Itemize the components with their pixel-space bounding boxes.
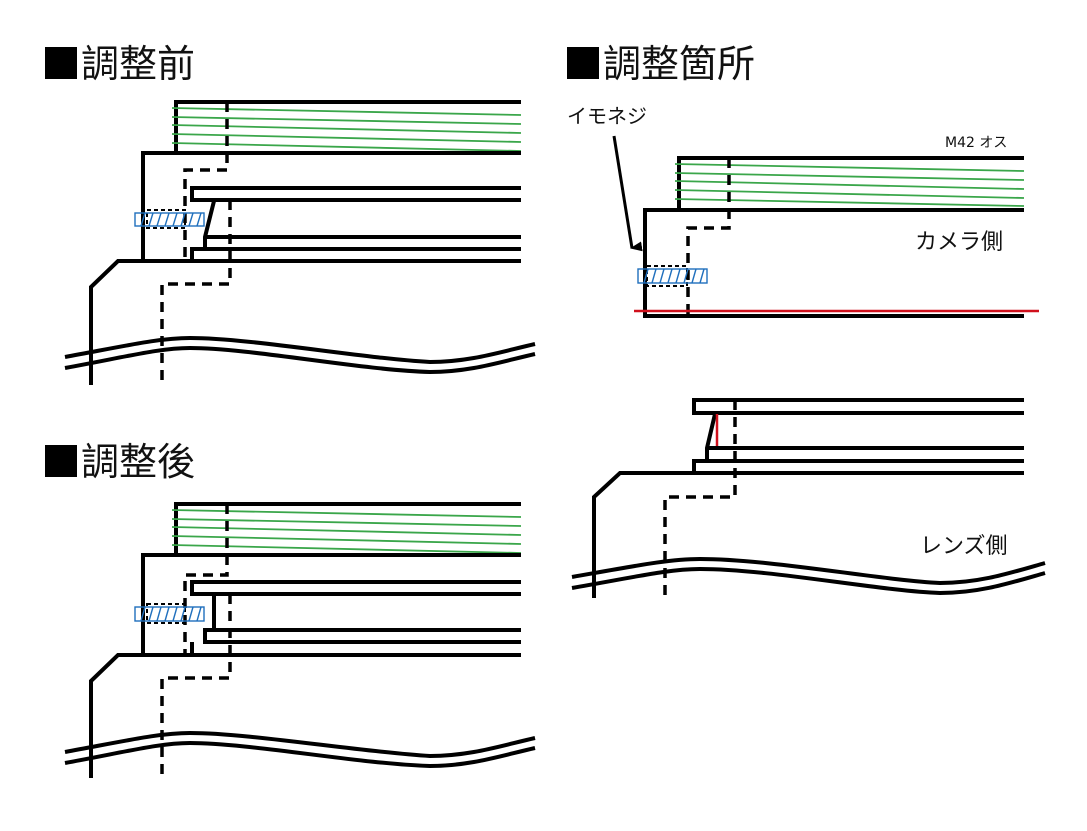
camera-body-outline: [141, 151, 521, 261]
hidden-contour-lower: [160, 594, 232, 778]
lens-body-outline: [89, 653, 521, 778]
diagram-camera-side: [612, 135, 1039, 318]
set-screw-label: イモネジ: [567, 104, 647, 128]
square-bullet-icon: [45, 47, 77, 79]
m42-thread-block: [171, 502, 522, 555]
break-line-bottom: [571, 566, 1046, 596]
diagram-lens-side: [571, 398, 1046, 598]
wedge-edge: [203, 200, 216, 249]
wedge-edge: [705, 413, 717, 461]
diagram-after: [64, 502, 536, 778]
camera-body-outline: [643, 208, 1024, 318]
inner-ring-middle: [203, 628, 521, 644]
inner-ring-upper: [692, 398, 1024, 415]
square-bullet-icon: [45, 445, 77, 477]
lens-side-label: レンズ側: [920, 534, 1008, 559]
hidden-contour: [686, 158, 731, 318]
m42-thread-block: [171, 100, 522, 153]
diagram-before: [64, 100, 536, 385]
title-location: 調整箇所: [567, 45, 755, 83]
hidden-contour-lower: [160, 200, 232, 385]
lens-body-outline: [592, 471, 1024, 598]
inner-ring-upper: [190, 580, 521, 596]
break-line-bottom: [64, 740, 536, 769]
set-screw: [637, 265, 708, 287]
camera-side-label: カメラ側: [915, 230, 1004, 255]
lens-body-outline: [89, 259, 521, 385]
set-screw: [134, 209, 205, 229]
m42-male-label: M42 オス: [945, 135, 1008, 151]
inner-ring-lower: [190, 247, 521, 261]
title-before-text: 調整前: [81, 42, 196, 86]
title-location-text: 調整箇所: [603, 42, 756, 86]
inner-ring-lower: [692, 459, 1024, 473]
title-before: 調整前: [45, 45, 195, 83]
square-bullet-icon: [567, 47, 599, 79]
break-line-bottom: [64, 345, 536, 375]
title-after-text: 調整後: [81, 440, 196, 484]
m42-thread-block: [674, 156, 1025, 210]
break-line-top: [64, 730, 536, 759]
break-line-top: [571, 556, 1046, 586]
inner-ring-upper: [190, 186, 521, 202]
title-after: 調整後: [45, 443, 195, 481]
set-screw: [134, 603, 205, 624]
pointer-arrow-icon: [612, 135, 643, 252]
break-line-top: [64, 335, 536, 365]
